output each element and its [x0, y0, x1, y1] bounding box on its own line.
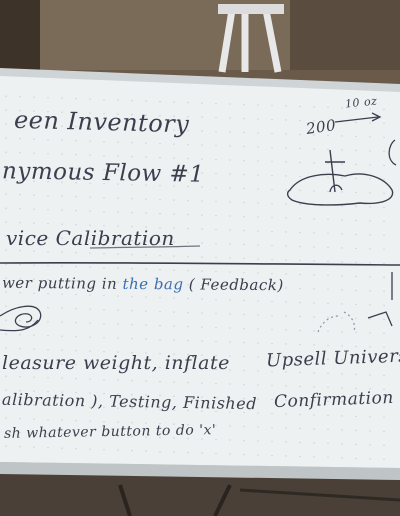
note-line-a-blue: the bag: [122, 274, 184, 294]
note-line-a: wer putting in the bag ( Feedback): [2, 274, 284, 294]
spiral-sketch: [0, 305, 42, 332]
bag-sketch: [286, 149, 394, 206]
loading-arc-sketch: [317, 311, 356, 333]
right-note-line-2: Confirmation: [273, 387, 395, 413]
section-heading: vice Calibration: [6, 226, 175, 250]
board-title-line-2: nymous Flow #1: [1, 158, 205, 188]
note-line-a-post: ( Feedback): [183, 275, 284, 295]
board-title-line-1: een Inventory: [13, 105, 190, 139]
note-line-b: leasure weight, inflate: [2, 352, 230, 374]
easel-stand: [218, 9, 282, 73]
note-line-a-pre: wer putting in: [1, 273, 123, 293]
